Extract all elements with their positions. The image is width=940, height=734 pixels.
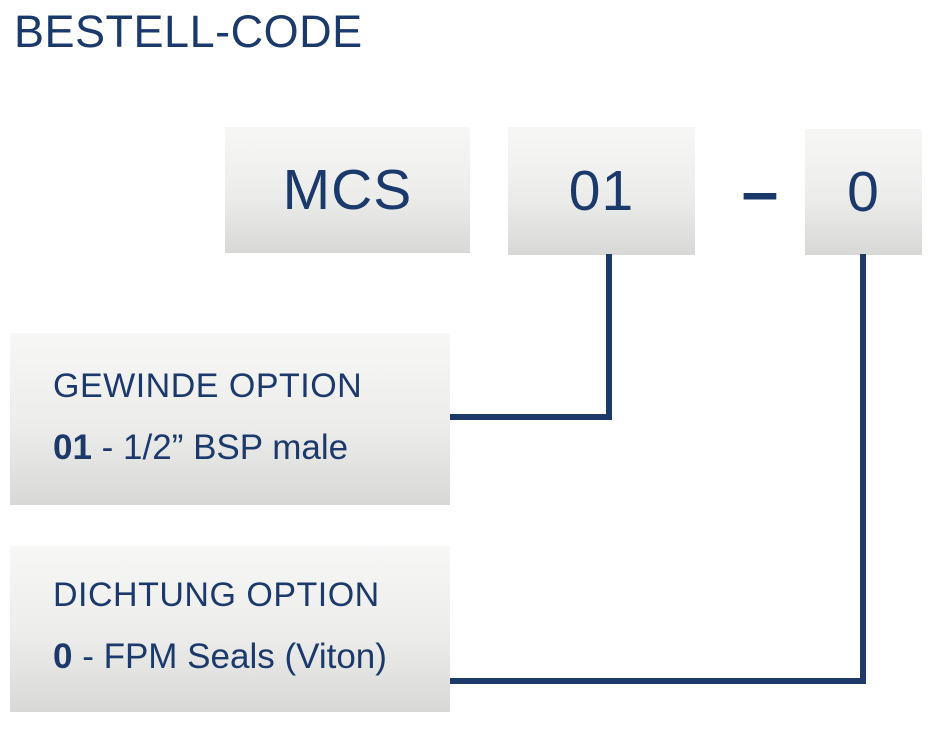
thread-option-line: 01 - 1/2” BSP male bbox=[53, 427, 450, 469]
code-box-seal-option: 0 bbox=[805, 129, 922, 255]
thread-option-heading: GEWINDE OPTION bbox=[53, 367, 363, 405]
code-box-prefix: MCS bbox=[225, 127, 470, 253]
connector-seal-horizontal-line bbox=[448, 678, 866, 684]
option-box-thread: GEWINDE OPTION 01 - 1/2” BSP male bbox=[10, 333, 450, 505]
option-box-seal: DICHTUNG OPTION 0 - FPM Seals (Viton) bbox=[10, 546, 450, 712]
seal-option-value: 0 bbox=[53, 637, 73, 676]
code-prefix-label: MCS bbox=[282, 158, 413, 222]
seal-option-heading: DICHTUNG OPTION bbox=[53, 576, 380, 614]
connector-seal-vertical-line bbox=[860, 254, 866, 684]
code-seal-label: 0 bbox=[847, 160, 880, 224]
connector-thread-vertical-line bbox=[606, 254, 612, 420]
code-thread-label: 01 bbox=[568, 159, 635, 223]
page-title: BESTELL-CODE bbox=[14, 6, 363, 57]
code-separator-dash: – bbox=[741, 154, 779, 228]
seal-option-description: - FPM Seals (Viton) bbox=[82, 637, 387, 676]
thread-option-description: - 1/2” BSP male bbox=[101, 428, 349, 467]
connector-thread-horizontal-line bbox=[450, 414, 612, 420]
code-box-thread-option: 01 bbox=[508, 127, 695, 255]
thread-option-value: 01 bbox=[53, 428, 92, 467]
seal-option-line: 0 - FPM Seals (Viton) bbox=[53, 636, 450, 678]
